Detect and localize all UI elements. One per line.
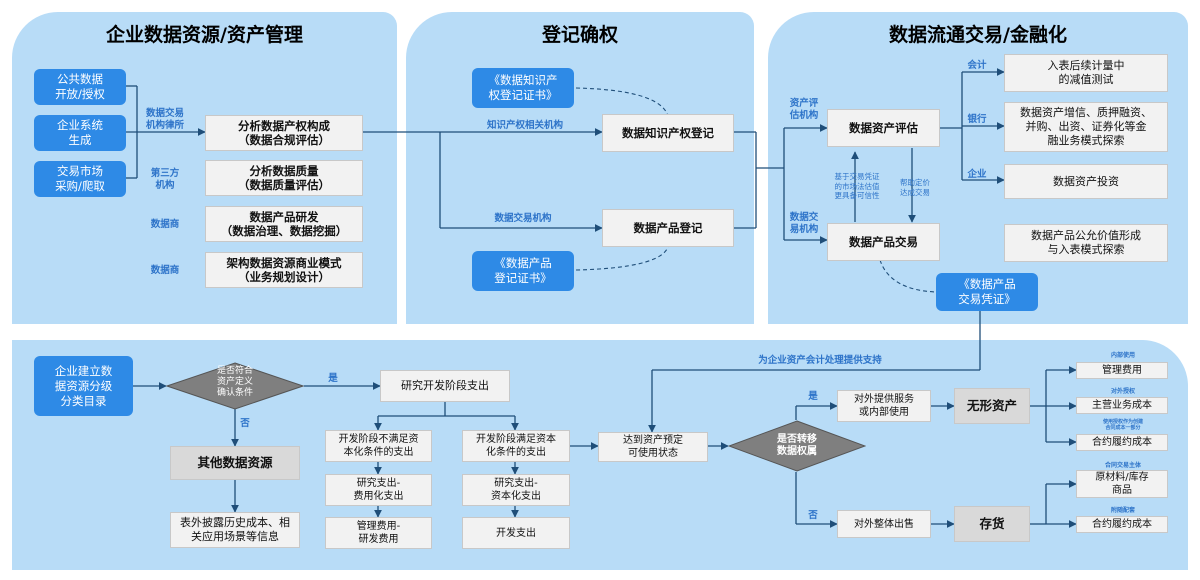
product-registration: 数据产品登记 bbox=[602, 209, 734, 247]
label-trading-lawfirm: 数据交易 机构律所 bbox=[145, 108, 184, 131]
label-enterprise: 企业 bbox=[967, 169, 987, 180]
source-enterprise-system: 企业系统 生成 bbox=[34, 115, 126, 151]
tag-internal-use: 内部使用 bbox=[1110, 352, 1135, 359]
panel-title-circulation: 数据流通交易/金融化 bbox=[889, 24, 1067, 46]
step-product-rd: 数据产品研发 （数据治理、数据挖掘） bbox=[205, 206, 363, 242]
classification-catalog: 企业建立数 据资源分级 分类目录 bbox=[34, 356, 133, 416]
support-label: 为企业资产会计处理提供支持 bbox=[758, 355, 882, 366]
source-public-data: 公共数据 开放/授权 bbox=[34, 69, 126, 105]
step-ownership-analysis: 分析数据产权构成 （数据合规评估） bbox=[205, 115, 363, 151]
rd-right-1: 开发阶段满足资本 化条件的支出 bbox=[462, 430, 570, 462]
inventory: 存货 bbox=[954, 506, 1030, 542]
certificate-product: 《数据产品 登记证书》 bbox=[472, 251, 574, 291]
rd-right-2: 研究支出- 资本化支出 bbox=[462, 474, 570, 506]
item-contract-cost-1: 合约履约成本 bbox=[1076, 434, 1168, 451]
label-data-vendor-2: 数据商 bbox=[150, 265, 180, 276]
rd-expenditure: 研究开发阶段支出 bbox=[380, 370, 510, 402]
panel-title-asset-management: 企业数据资源/资产管理 bbox=[106, 24, 303, 46]
note-market-valuation: 基于交易凭证 的市场法估值 更具备可信性 bbox=[834, 172, 880, 200]
label-accounting: 会计 bbox=[967, 60, 987, 71]
outcome-asset-investment: 数据资产投资 bbox=[1004, 164, 1168, 199]
rd-left-2: 研究支出- 费用化支出 bbox=[325, 474, 432, 506]
label-no-1: 否 bbox=[240, 418, 250, 429]
label-trading-institution: 数据交易机构 bbox=[494, 213, 552, 224]
decision-asset-definition bbox=[166, 362, 304, 410]
other-data-resources: 其他数据资源 bbox=[170, 446, 300, 480]
label-no-2: 否 bbox=[808, 510, 818, 521]
rd-left-3: 管理费用- 研发费用 bbox=[325, 517, 432, 549]
outcome-impairment-test: 入表后续计量中 的减值测试 bbox=[1004, 54, 1168, 92]
item-contract-cost-2: 合约履约成本 bbox=[1076, 516, 1168, 533]
sell-whole: 对外整体出售 bbox=[837, 510, 931, 538]
label-valuation-institution: 资产评 估机构 bbox=[789, 98, 819, 121]
label-exchange-institution: 数据交 易机构 bbox=[789, 212, 819, 235]
item-raw-materials: 原材料/库存 商品 bbox=[1076, 470, 1168, 498]
ip-registration: 数据知识产权登记 bbox=[602, 114, 734, 152]
label-ip-institution: 知识产权相关机构 bbox=[486, 120, 563, 131]
step-quality-analysis: 分析数据质量 （数据质量评估） bbox=[205, 160, 363, 196]
panel-registration bbox=[406, 12, 754, 324]
step-business-model: 架构数据资源商业模式 （业务规划设计） bbox=[205, 252, 363, 288]
decision-asset-definition-text: 是否符合 资产定义 确认条件 bbox=[216, 366, 253, 398]
tag-contract-subject: 合同交易主体 bbox=[1104, 462, 1141, 469]
ready-for-use: 达到资产预定 可使用状态 bbox=[598, 432, 708, 462]
provide-service: 对外提供服务 或内部使用 bbox=[837, 390, 931, 422]
outcome-fair-value: 数据产品公允价值形成 与入表模式探索 bbox=[1004, 224, 1168, 262]
trade-voucher: 《数据产品 交易凭证》 bbox=[936, 273, 1038, 311]
panel-title-registration: 登记确权 bbox=[541, 24, 618, 46]
other-disclosure-note: 表外披露历史成本、相 关应用场景等信息 bbox=[170, 512, 300, 548]
tag-ancillary: 附随配套 bbox=[1110, 507, 1135, 514]
label-data-vendor-1: 数据商 bbox=[150, 219, 180, 230]
certificate-ip: 《数据知识产 权登记证书》 bbox=[472, 68, 574, 108]
intangible-asset: 无形资产 bbox=[954, 388, 1030, 424]
decision-ownership-transfer bbox=[728, 420, 866, 472]
tag-external-license: 对外授权 bbox=[1110, 388, 1135, 395]
rd-left-1: 开发阶段不满足资 本化条件的支出 bbox=[325, 430, 432, 462]
product-trading: 数据产品交易 bbox=[827, 223, 940, 261]
item-admin-expense: 管理费用 bbox=[1076, 362, 1168, 379]
source-trading-market: 交易市场 采购/爬取 bbox=[34, 161, 126, 197]
label-third-party: 第三方 机构 bbox=[150, 168, 180, 191]
label-yes-1: 是 bbox=[328, 373, 338, 384]
decision-ownership-transfer-text: 是否转移 数据权属 bbox=[777, 434, 817, 457]
asset-valuation: 数据资产评估 bbox=[827, 109, 940, 147]
tag-license-contract-cost: 使用授权作为创建 合同成本一部分 bbox=[1102, 419, 1143, 431]
item-main-business-cost: 主营业务成本 bbox=[1076, 397, 1168, 414]
label-yes-2: 是 bbox=[808, 391, 818, 402]
label-bank: 银行 bbox=[967, 114, 987, 125]
outcome-financial-services: 数据资产增信、质押融资、 并购、出资、证券化等金 融业务模式探索 bbox=[1004, 102, 1168, 152]
note-help-pricing: 帮助定价 达成交易 bbox=[900, 178, 930, 197]
rd-right-3: 开发支出 bbox=[462, 517, 570, 549]
